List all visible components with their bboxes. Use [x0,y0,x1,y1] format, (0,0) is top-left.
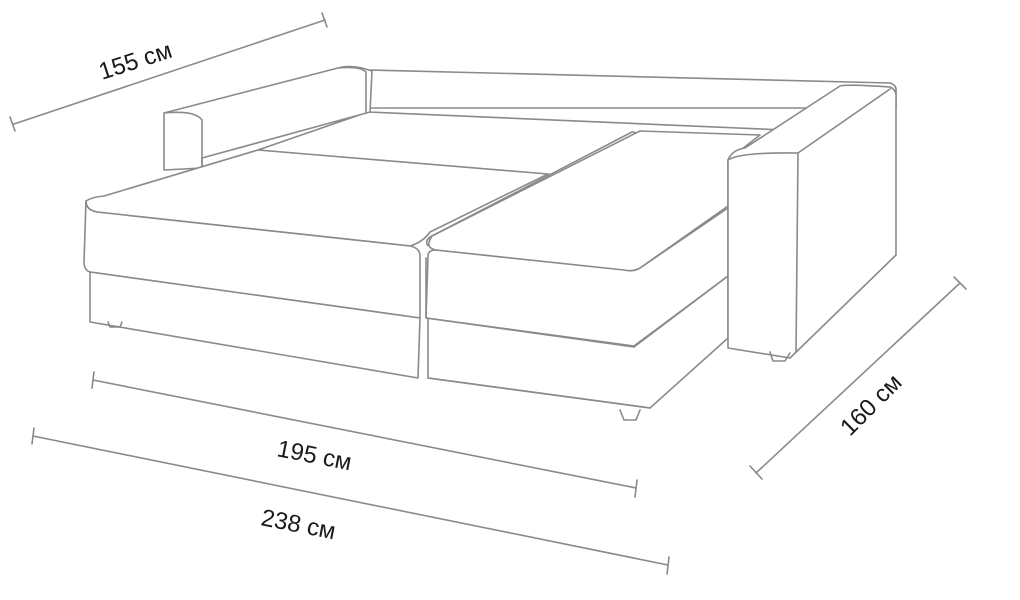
label-160: 160 см [835,369,907,441]
seat-cushion-left-front [83,200,421,319]
seat-base-left [89,271,421,379]
label-155: 155 см [96,37,176,86]
sofa-right-armrest [727,84,897,359]
chaise-cushion [428,130,761,272]
label-195: 195 см [275,435,354,476]
label-238: 238 см [259,504,338,545]
